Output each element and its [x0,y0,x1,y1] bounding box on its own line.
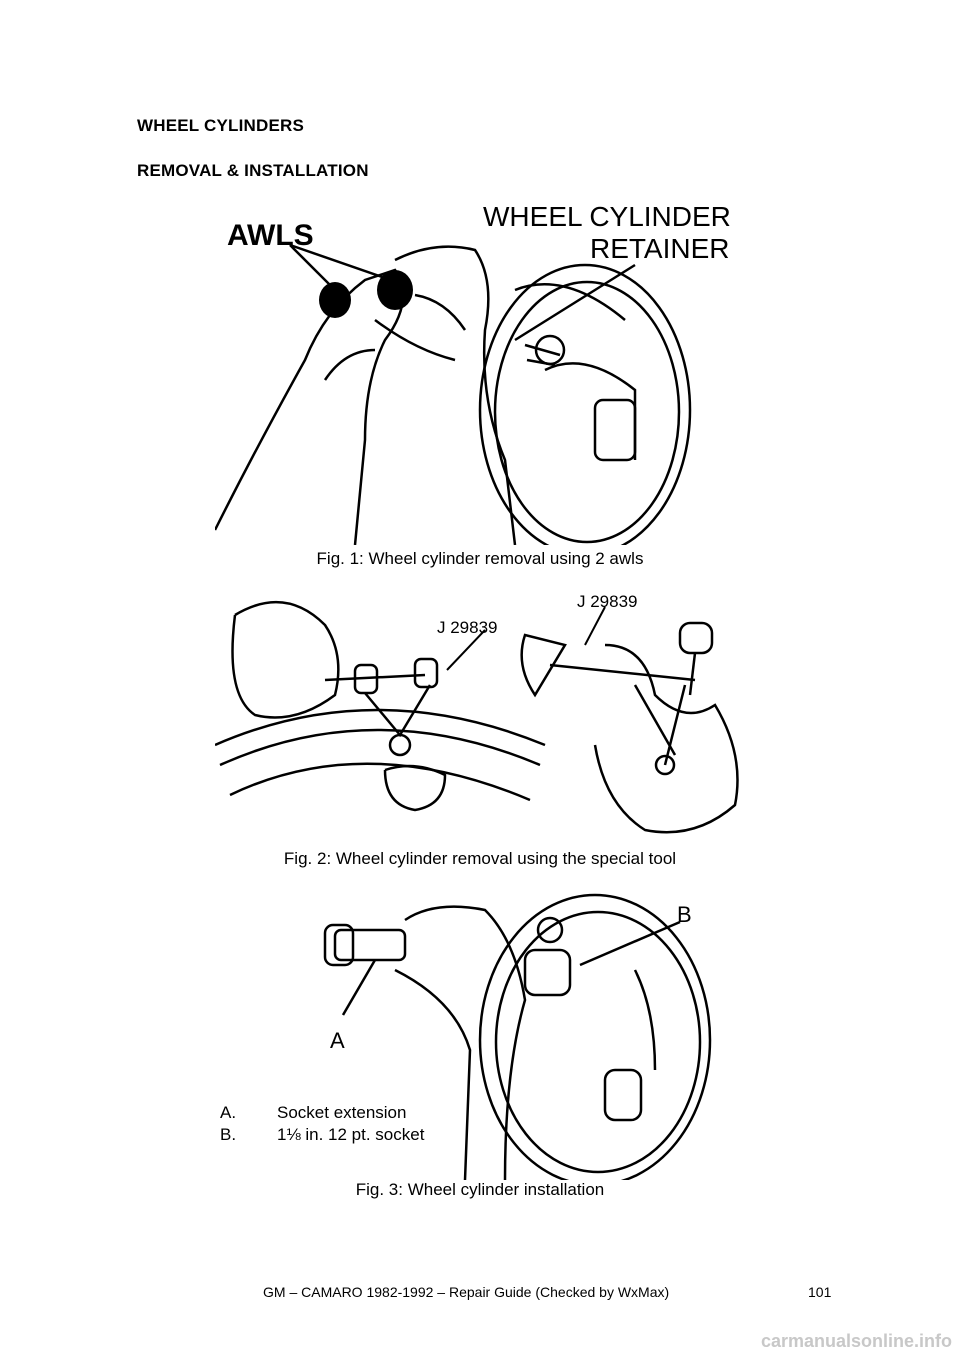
label-tool-right: J 29839 [577,592,638,611]
brake-backing-plate [478,263,692,545]
hand-holding-tool-left [231,600,340,719]
label-b: B [677,902,692,927]
hand-3 [404,905,527,1180]
tool-j29839 [520,633,567,698]
figure-1-caption: Fig. 1: Wheel cylinder removal using 2 a… [316,549,644,568]
socket-extension [333,928,407,962]
watermark: carmanualsonline.info [760,1331,952,1351]
legend-b-text: 1⅛ in. 12 pt. socket [277,1125,425,1144]
brake-backing-plate-3 [478,893,712,1180]
label-awls: AWLS [227,219,314,252]
brake-drum-rim [215,708,546,747]
figure-3-caption: Fig. 3: Wheel cylinder installation [355,1180,605,1199]
figure-2-illustration: J 29839 J 29839 [215,592,739,834]
hand-left [215,268,405,545]
section-heading: WHEEL CYLINDERS [137,116,305,135]
footer-text: GM – CAMARO 1982-1992 – Repair Guide (Ch… [263,1284,670,1300]
label-a: A [330,1028,345,1053]
legend-b-key: B. [220,1125,236,1144]
hand-right [394,245,517,545]
legend-a-text: Socket extension [277,1103,406,1122]
awl-handle-left [319,282,351,318]
label-tool-left: J 29839 [437,618,498,637]
figure-3-illustration: A B A. Socket extension B. 1⅛ in. 12 pt.… [220,893,712,1180]
awl-handle-right [377,270,413,310]
subsection-heading: REMOVAL & INSTALLATION [137,161,369,180]
figure-1-illustration: AWLS WHEEL CYLINDER RETAINER [215,201,731,545]
legend-a-key: A. [220,1103,236,1122]
twelve-point-socket [523,948,572,997]
label-wheel-cylinder: WHEEL CYLINDER [483,201,731,232]
figure-2-caption: Fig. 2: Wheel cylinder removal using the… [283,849,677,868]
page-number: 101 [808,1284,832,1300]
hand-holding-tool-right [593,643,739,834]
label-retainer: RETAINER [590,233,730,264]
